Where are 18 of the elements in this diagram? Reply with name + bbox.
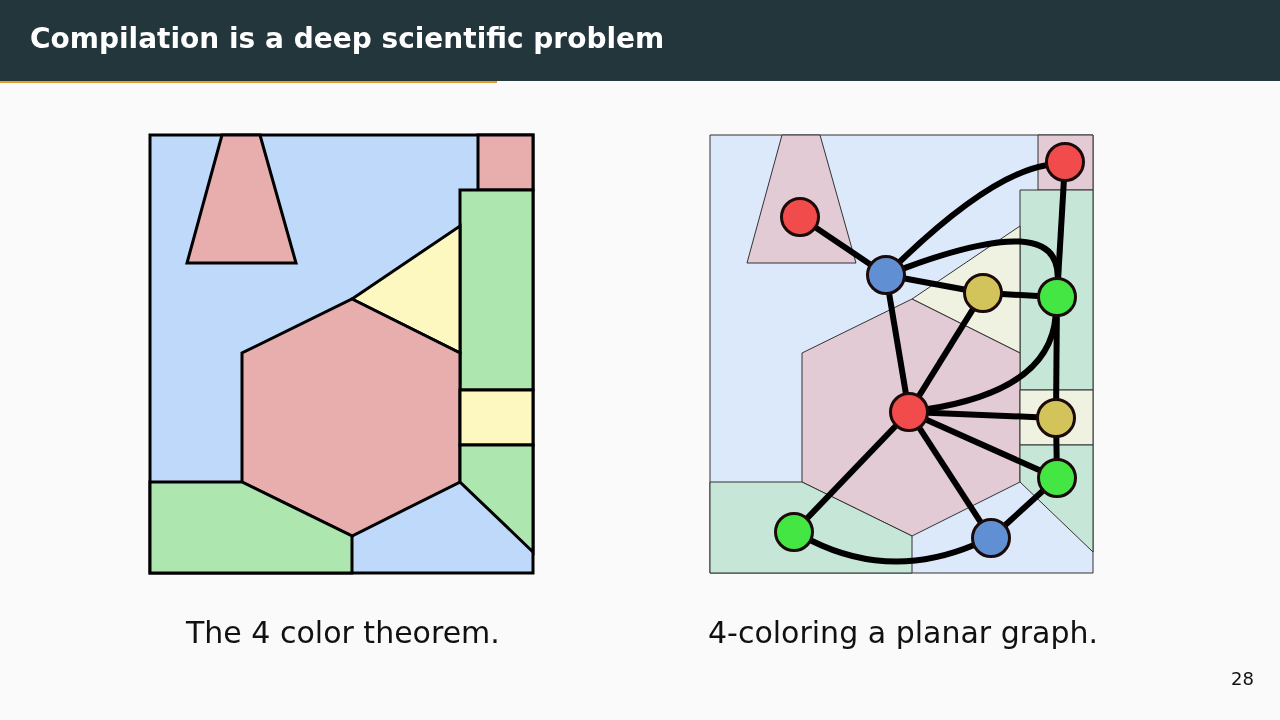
graph-edge — [1053, 315, 1060, 400]
graph-edge — [886, 293, 909, 394]
graph-edge — [916, 307, 976, 398]
graph-edge — [805, 423, 898, 521]
graph-edge — [809, 537, 975, 565]
caption: 4-coloring a planar graph. — [708, 615, 1098, 650]
graph-edge — [1055, 180, 1067, 279]
caption: The 4 color theorem. — [186, 615, 500, 650]
graph-edge — [916, 426, 984, 524]
graph-edge — [1001, 291, 1039, 299]
graph-edge — [1053, 436, 1060, 460]
graph-edge — [904, 275, 965, 293]
page-number: 28 — [1231, 668, 1254, 689]
graph-edge — [897, 162, 1047, 264]
graph-edge — [925, 417, 1041, 473]
graph-edge — [1003, 488, 1045, 528]
graph-edge — [927, 409, 1038, 421]
slide-title: Compilation is a deep scientific problem — [30, 22, 665, 55]
